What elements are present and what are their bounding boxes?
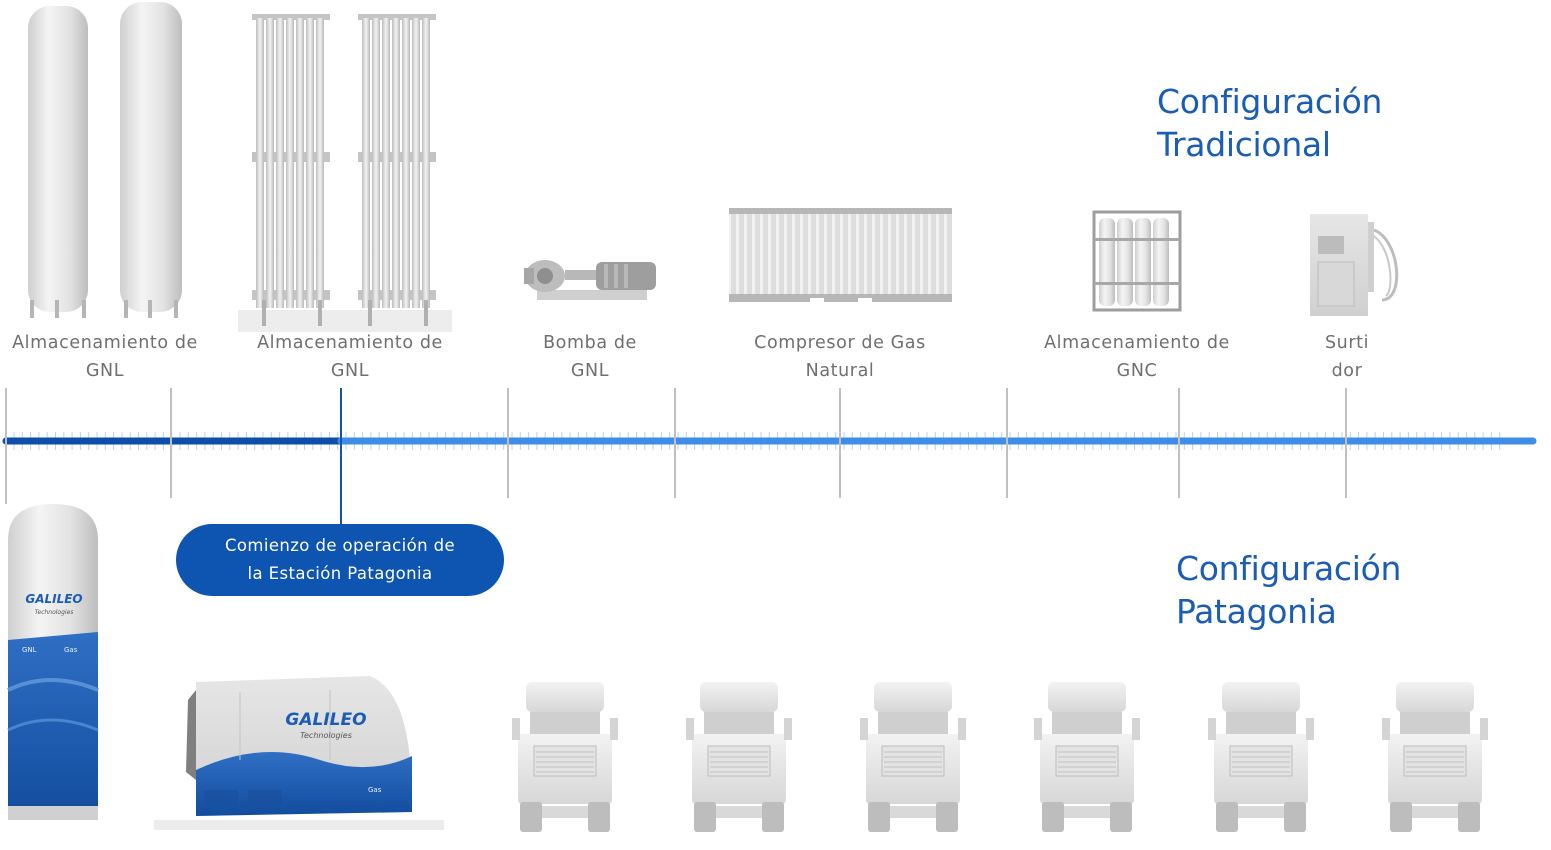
heading-line: Configuración bbox=[1157, 82, 1383, 121]
galileo-unit-logo: GALILEO Technologies bbox=[276, 712, 376, 744]
truck-icon bbox=[512, 682, 618, 832]
heading-line: Configuración bbox=[1176, 549, 1402, 588]
equipment-label-lng-storage-2: Almacenamiento de GNL bbox=[230, 329, 470, 385]
equipment-label-line: Compresor de Gas bbox=[754, 333, 926, 353]
equipment-label-line: Almacenamiento de bbox=[1044, 333, 1230, 353]
equipment-label-line: Almacenamiento de bbox=[257, 333, 443, 353]
heading-configuracion-patagonia: Configuración Patagonia bbox=[1176, 547, 1401, 633]
gas-badge: Gas bbox=[368, 786, 382, 794]
truck-icon bbox=[686, 682, 792, 832]
gnl-badge: GNL bbox=[22, 646, 37, 654]
lng-vaporizer-icon bbox=[344, 14, 452, 332]
equipment-label-lng-storage: Almacenamiento de GNL bbox=[0, 329, 225, 385]
gas-badge: Gas bbox=[64, 646, 78, 654]
callout-line: la Estación Patagonia bbox=[247, 564, 433, 583]
logo-subtext: Technologies bbox=[34, 609, 74, 616]
equipment-label-line: GNL bbox=[330, 361, 370, 381]
heading-configuracion-tradicional: Configuración Tradicional bbox=[1157, 80, 1382, 166]
equipment-label-cng-storage: Almacenamiento de GNC bbox=[1017, 329, 1257, 385]
truck-icon bbox=[1034, 682, 1140, 832]
logo-subtext: Technologies bbox=[300, 731, 352, 740]
lng-vaporizer-icon bbox=[238, 14, 346, 332]
equipment-label-dispenser: Surti dor bbox=[1227, 329, 1467, 385]
callout-estacion-patagonia: Comienzo de operación de la Estación Pat… bbox=[176, 524, 504, 596]
dispenser-icon bbox=[1310, 214, 1399, 316]
galileo-unit-icon bbox=[154, 676, 444, 830]
lng-pump-icon bbox=[524, 260, 656, 300]
truck-icon bbox=[1382, 682, 1488, 832]
equipment-label-line: Bomba de bbox=[543, 333, 637, 353]
heading-line: Patagonia bbox=[1176, 592, 1337, 631]
equipment-label-line: Surti bbox=[1324, 333, 1370, 353]
timeline bbox=[2, 388, 1537, 524]
equipment-label-line: GNL bbox=[570, 361, 610, 381]
equipment-label-lng-pump: Bomba de GNL bbox=[470, 329, 710, 385]
truck-icon bbox=[860, 682, 966, 832]
lng-storage-tank-icon bbox=[28, 6, 88, 318]
cng-storage-rack-icon bbox=[1092, 210, 1182, 312]
galileo-cryo-tank-icon bbox=[7, 504, 99, 820]
gas-compressor-icon bbox=[729, 208, 952, 304]
equipment-label-line: GNC bbox=[1116, 361, 1158, 381]
equipment-label-line: dor bbox=[1331, 361, 1363, 381]
galileo-tank-logo: GALILEO Technologies bbox=[18, 592, 90, 620]
equipment-label-line: GNL bbox=[85, 361, 125, 381]
truck-icon bbox=[1208, 682, 1314, 832]
callout-line: Comienzo de operación de bbox=[224, 536, 456, 555]
heading-line: Tradicional bbox=[1157, 125, 1331, 164]
logo-text: GALILEO bbox=[25, 592, 83, 606]
equipment-label-line: Natural bbox=[805, 361, 875, 381]
equipment-label-line: Almacenamiento de bbox=[12, 333, 198, 353]
logo-text: GALILEO bbox=[285, 710, 367, 730]
equipment-label-gas-compressor: Compresor de Gas Natural bbox=[720, 329, 960, 385]
lng-storage-tank-icon bbox=[120, 2, 182, 318]
